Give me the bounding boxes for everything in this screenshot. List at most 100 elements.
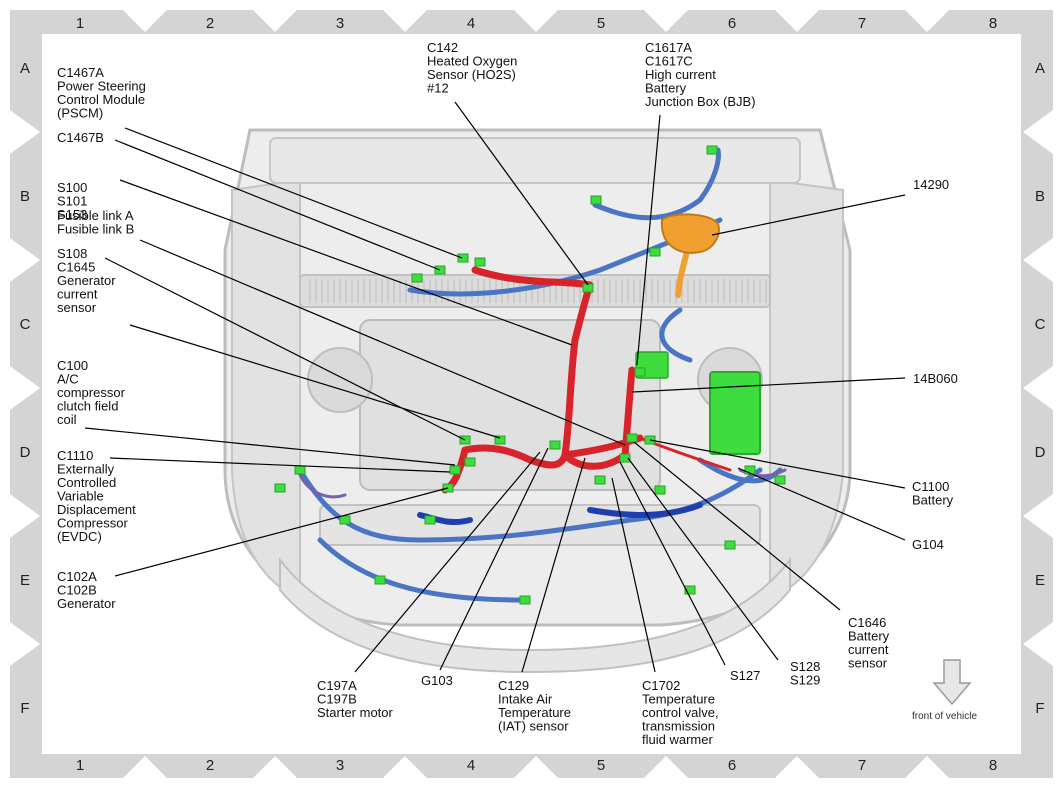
frame-notch [10, 622, 40, 666]
callout-line: clutch field [57, 399, 118, 414]
front-of-vehicle-indicator: front of vehicle [912, 659, 977, 722]
grid-column-label: 3 [336, 15, 344, 32]
callout-line: sensor [57, 300, 97, 315]
leader-14b060 [631, 377, 906, 393]
connector-marker [339, 515, 351, 525]
frame-notch [775, 10, 819, 32]
callout-line: Junction Box (BJB) [645, 94, 756, 109]
grid-row-label: E [20, 572, 30, 589]
connector-marker [464, 457, 476, 467]
leader-lines [84, 101, 906, 673]
callout-line: (PSCM) [57, 106, 103, 121]
callout-line: C1702 [642, 678, 680, 693]
callout-line: C197A [317, 678, 357, 693]
grid-column-label: 2 [206, 15, 214, 32]
connector-marker [582, 283, 594, 293]
frame-notch [383, 10, 427, 32]
leader-c129 [521, 457, 586, 673]
leader-c1100 [649, 439, 906, 489]
leader-g103 [439, 447, 549, 671]
callout-line: S101 [57, 194, 87, 209]
callout-line: S153 [57, 207, 87, 222]
frame-notch [10, 238, 40, 282]
frame-notch [123, 756, 167, 778]
callout-line: C1617A [645, 40, 692, 55]
callout-line: Temperature [642, 692, 715, 707]
connector-marker [424, 515, 436, 525]
callout-line: Compressor [57, 516, 128, 531]
connector-marker [654, 485, 666, 495]
grid-row-label: A [1035, 60, 1045, 77]
front-of-vehicle-label: front of vehicle [912, 711, 977, 722]
grid-column-label: 4 [467, 757, 475, 774]
callout-line: Intake Air [498, 692, 553, 707]
grid-row-label: B [1035, 188, 1045, 205]
callout-line: Fusible link A [57, 208, 134, 223]
connector-marker [374, 575, 386, 585]
callout-line: Control Module [57, 92, 145, 107]
frame-notch [1023, 622, 1053, 666]
grid-column-label: 4 [467, 15, 475, 32]
connector-marker [411, 273, 423, 283]
grid-column-label: 1 [76, 757, 84, 774]
leader-fusible [139, 239, 626, 446]
connector-marker [549, 440, 561, 450]
callout-line: High current [645, 67, 716, 82]
connector-marker [449, 465, 461, 475]
connector-marker [634, 367, 646, 377]
callout-line: Sensor (HO2S) [427, 67, 516, 82]
grid-column-label: 7 [858, 15, 866, 32]
callout-s127: S127 [730, 668, 760, 683]
front-bumper [279, 557, 791, 674]
leader-s100 [119, 179, 573, 346]
frame-notch [123, 10, 167, 32]
callout-line: compressor [57, 385, 126, 400]
callout-line: C1100 [912, 479, 949, 494]
connector-marker [590, 195, 602, 205]
callout-line: Controlled [57, 475, 116, 490]
leader-c1702 [611, 477, 656, 673]
frame-notch [1023, 494, 1053, 538]
callout-line: S100 [57, 180, 87, 195]
callout-line: Starter motor [317, 705, 394, 720]
grid-column-label: 6 [728, 757, 736, 774]
leader-c142 [454, 101, 589, 286]
grid-column-label: 1 [76, 15, 84, 32]
connector-marker [649, 247, 661, 257]
leader-g104 [737, 467, 906, 541]
callout-line: C197B [317, 692, 357, 707]
callout-line: C1617C [645, 54, 693, 69]
leader-c1645 [129, 324, 501, 439]
callout-c1467b: C1467B [57, 130, 104, 145]
leader-c1110 [109, 457, 451, 473]
frame-notch [905, 756, 949, 778]
callout-line: S108 [57, 246, 87, 261]
grid-row-label: D [20, 444, 31, 461]
callout-line: Displacement [57, 502, 136, 517]
callout-line: 14B060 [913, 371, 958, 386]
leader-c100 [84, 427, 456, 466]
callout-line: #12 [427, 81, 449, 96]
connector-marker [626, 433, 638, 443]
strut-tower-left [307, 347, 373, 413]
grid-row-label: E [1035, 572, 1045, 589]
connector-marker [724, 540, 736, 550]
grid-column-label: 6 [728, 15, 736, 32]
callout-line: C129 [498, 678, 529, 693]
grid-column-label: 7 [858, 757, 866, 774]
callout-line: C1645 [57, 260, 95, 275]
frame-notch [1023, 110, 1053, 154]
grid-row-label: A [20, 60, 30, 77]
battery-green [709, 371, 761, 455]
callout-line: Fusible link B [57, 222, 134, 237]
frame-notch [10, 366, 40, 410]
callout-line: C1110 [57, 448, 93, 463]
callout-line: C102A [57, 569, 97, 584]
